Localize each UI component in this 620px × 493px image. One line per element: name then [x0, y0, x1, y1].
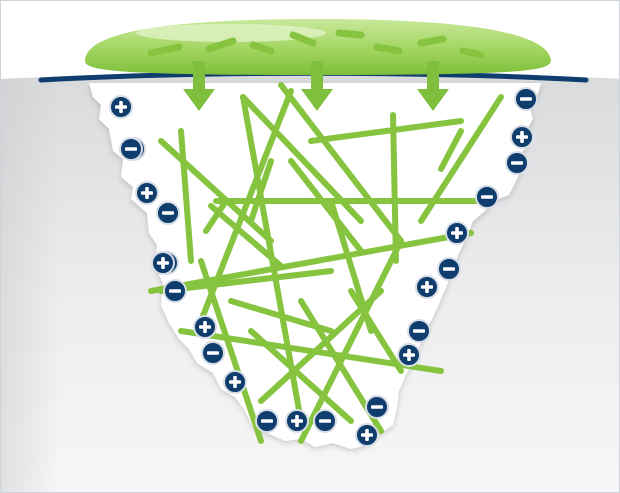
- drop-fiber-dash: [459, 47, 485, 59]
- minus-charge-icon: [437, 257, 461, 281]
- substrate-left-shade: [1, 79, 61, 492]
- minus-charge-icon: [156, 201, 180, 225]
- down-arrow-icon: [183, 61, 215, 111]
- minus-charge-icon: [255, 409, 279, 433]
- minus-charge-icon: [365, 395, 389, 419]
- fiber-strand: [208, 203, 284, 269]
- fiber-strand: [158, 138, 274, 244]
- plus-charge-icon: [397, 343, 421, 367]
- minus-charge-icon: [514, 87, 538, 111]
- minus-charge-icon: [119, 137, 143, 161]
- plus-charge-icon: [109, 95, 133, 119]
- plus-charge-icon: [510, 125, 534, 149]
- fiber-strand: [298, 238, 404, 444]
- plus-charge-icon: [193, 315, 217, 339]
- plus-charge-icon: [285, 409, 309, 433]
- drop-fiber-dash: [417, 35, 447, 47]
- fiber-strand: [203, 198, 229, 234]
- plus-charge-icon: [445, 221, 469, 245]
- fiber-strand: [248, 158, 274, 224]
- fiber-strand: [288, 158, 364, 254]
- minus-charge-icon: [201, 341, 225, 365]
- plus-charge-icon: [415, 275, 439, 299]
- minus-charge-icon: [313, 409, 337, 433]
- fiber-strand: [390, 112, 399, 264]
- down-arrow-icon: [301, 61, 333, 111]
- fiber-strand: [278, 82, 404, 244]
- down-arrow-icon: [417, 61, 449, 111]
- fiber-strand: [178, 128, 194, 264]
- fiber-strand: [348, 288, 404, 374]
- drop-fiber-dash: [335, 29, 365, 39]
- drop-fiber-dash: [147, 43, 183, 57]
- plus-charge-icon: [151, 251, 175, 275]
- fiber-strand: [308, 118, 464, 144]
- drop-fiber-dash: [289, 31, 317, 47]
- drop-fiber-dash: [249, 41, 275, 55]
- fiber-strand: [148, 230, 474, 294]
- fiber-strand: [418, 94, 504, 224]
- plus-charge-icon: [355, 423, 379, 447]
- plus-charge-icon: [223, 370, 247, 394]
- minus-charge-icon: [475, 185, 499, 209]
- plus-charge-icon: [135, 181, 159, 205]
- minus-charge-icon: [407, 319, 431, 343]
- fiber-strand: [158, 268, 334, 294]
- fiber-strand: [198, 258, 264, 444]
- fiber-strand: [248, 328, 354, 424]
- drop-fiber-dash: [373, 43, 403, 55]
- fiber-strand: [438, 128, 464, 172]
- drop-fiber-dash: [205, 37, 237, 53]
- minus-charge-icon: [163, 279, 187, 303]
- minus-charge-icon: [505, 151, 529, 175]
